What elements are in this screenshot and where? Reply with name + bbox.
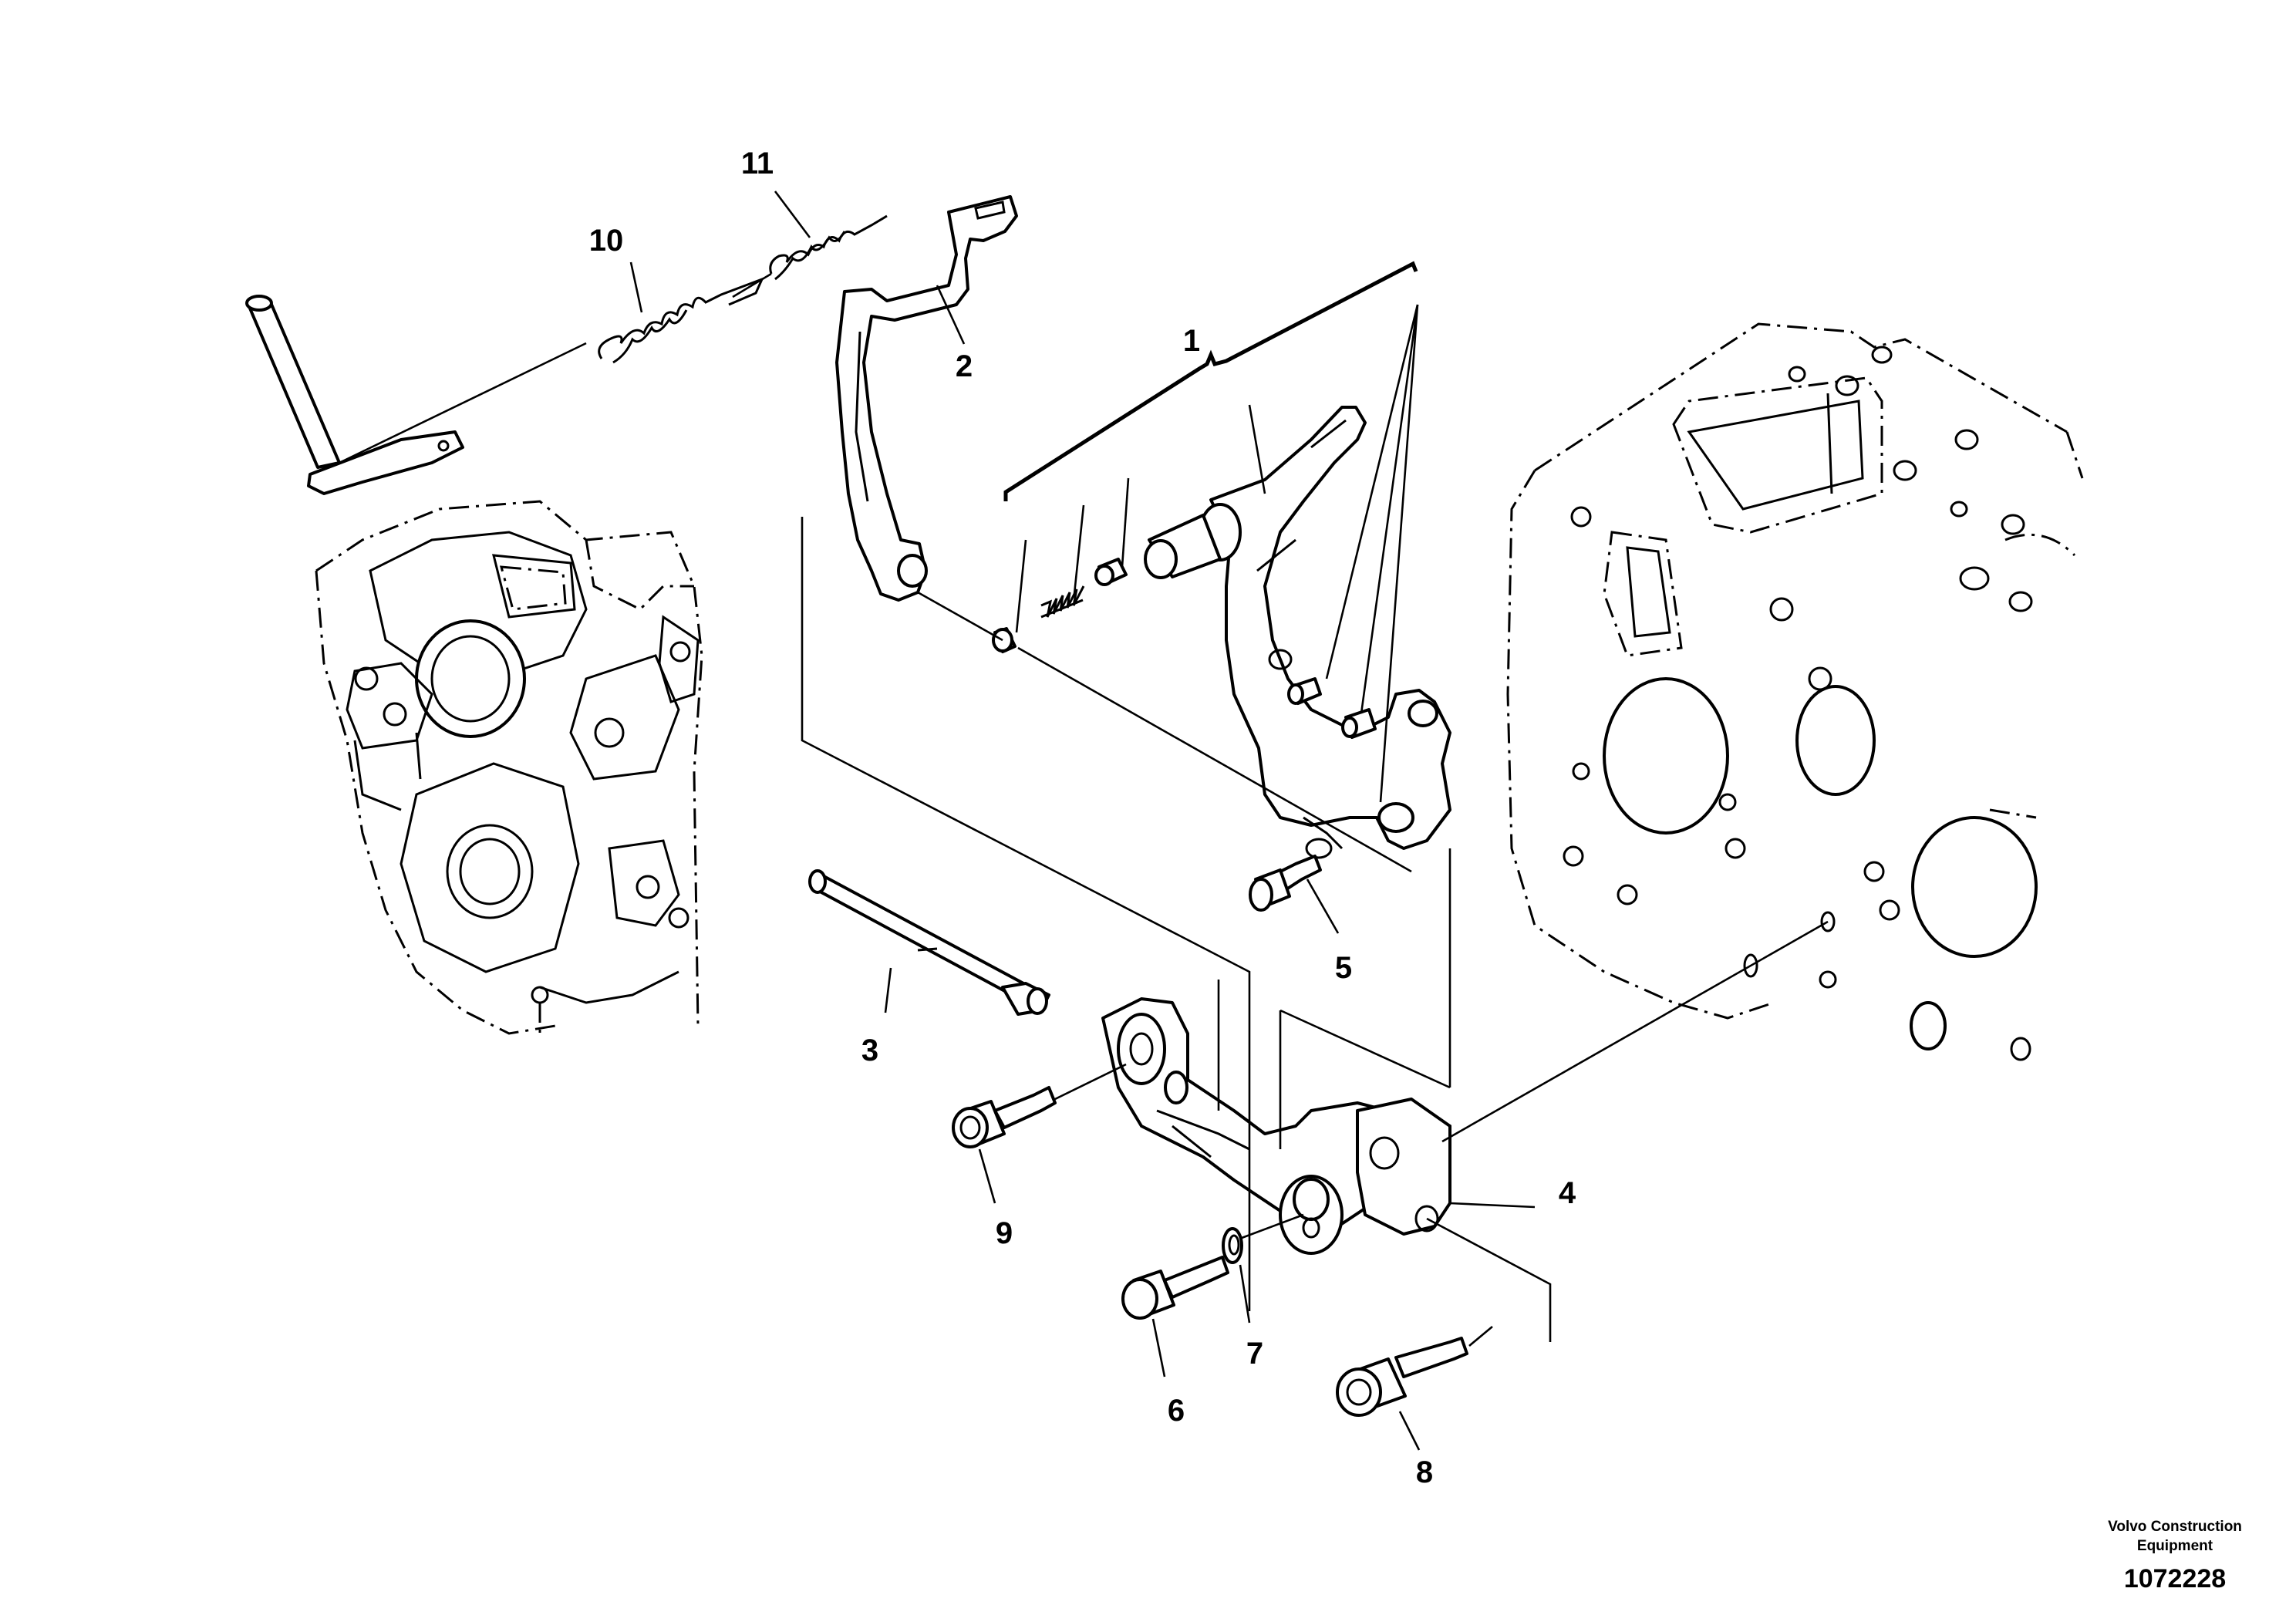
brand-line-1: Volvo Construction	[2108, 1519, 2242, 1535]
bolt-5	[1249, 855, 1322, 912]
assembly-lines	[339, 272, 1836, 1347]
lever-2	[835, 195, 1018, 602]
callout-9: 9	[996, 1216, 1013, 1250]
callout-10: 10	[589, 224, 624, 258]
image-code: 1072228	[2124, 1564, 2226, 1593]
set-screw	[992, 627, 1017, 653]
pin-with-tab	[245, 295, 464, 495]
bolt-9	[952, 1086, 1057, 1148]
callout-leaders	[629, 191, 1536, 1451]
washer-7	[1222, 1227, 1243, 1264]
extension-spring-11	[769, 214, 888, 281]
bracket-4	[1101, 997, 1451, 1255]
callout-5: 5	[1335, 951, 1352, 985]
callout-7: 7	[1246, 1337, 1263, 1371]
brand-block: Volvo Construction Equipment 1072228	[2108, 1519, 2242, 1593]
callout-11: 11	[741, 147, 774, 180]
detent-spring	[1040, 585, 1085, 619]
bolt-6	[1121, 1256, 1229, 1320]
extension-spring-10	[598, 277, 764, 364]
callout-2: 2	[956, 349, 973, 383]
callout-1: 1	[1183, 324, 1200, 358]
callout-3: 3	[861, 1034, 878, 1067]
group-bracket-1	[1003, 261, 1418, 501]
callout-4: 4	[1559, 1176, 1576, 1210]
brand-line-2: Equipment	[2137, 1538, 2213, 1554]
pin-a	[1287, 677, 1322, 705]
bolt-8	[1336, 1337, 1468, 1417]
detent-ball	[1094, 558, 1128, 586]
callout-6: 6	[1168, 1394, 1185, 1428]
left-engine-housing	[315, 500, 703, 1035]
callout-labels: 1 2 3 4 5 6 7 8 9 10 11	[589, 147, 1576, 1489]
callout-8: 8	[1416, 1455, 1433, 1489]
right-engine-housing	[1506, 322, 2084, 1061]
shaft-3	[808, 869, 1050, 1016]
